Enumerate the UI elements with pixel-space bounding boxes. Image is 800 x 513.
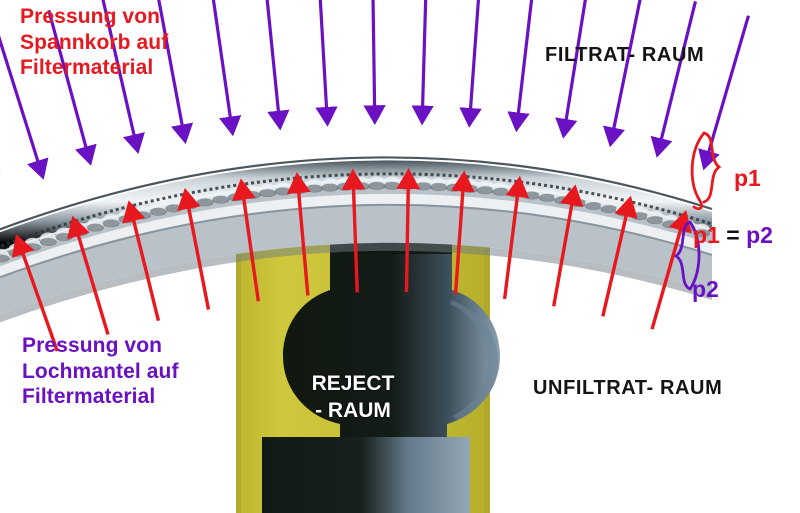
equality-operator: = [726, 222, 740, 248]
label-p1: p1 [734, 165, 761, 191]
caption-spannkorb: Pressung von Spannkorb auf Filtermateria… [20, 5, 169, 80]
reject-chamber-shape [262, 232, 500, 513]
p1-brace [702, 131, 722, 204]
pressure-equality: p1 = p2 [693, 222, 773, 249]
label-p2: p2 [692, 276, 719, 302]
p2-brace [673, 220, 692, 291]
label-unfiltrat-raum: UNFILTRAT- RAUM [533, 377, 723, 399]
p2-leader [688, 220, 701, 291]
label-filtrat-raum: FILTRAT- RAUM [545, 44, 705, 66]
equality-right: p2 [746, 222, 773, 248]
equality-left: p1 [693, 222, 720, 248]
label-reject-raum: REJECT - RAUM [311, 372, 395, 423]
p1-leader [690, 131, 706, 210]
caption-lochmantel: Pressung von Lochmantel auf Filtermateri… [22, 334, 179, 409]
